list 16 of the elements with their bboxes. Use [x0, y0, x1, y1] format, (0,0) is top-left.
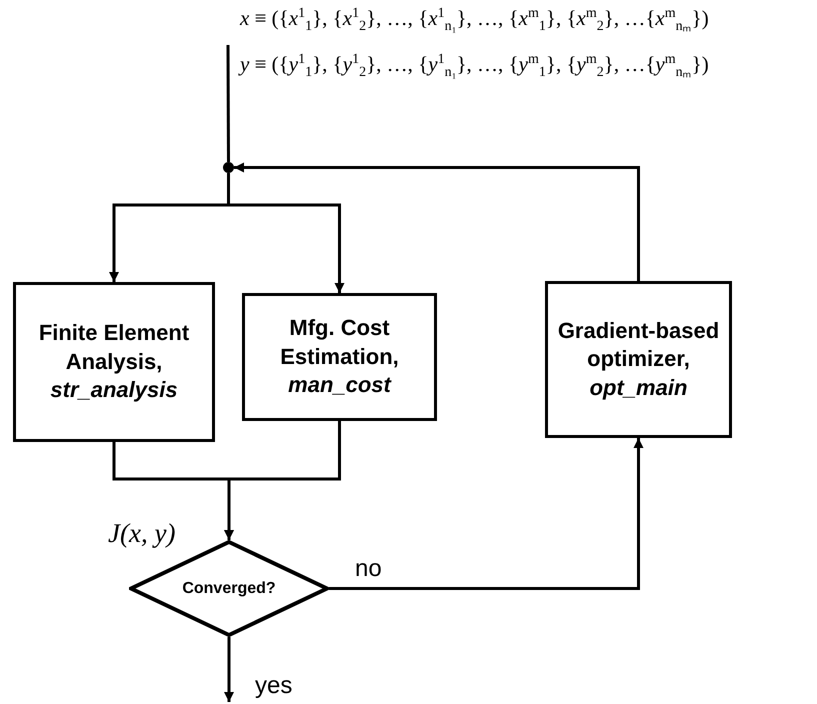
- process-box: [545, 281, 732, 438]
- junction-dot: [223, 162, 234, 173]
- process-box: [242, 293, 437, 421]
- arrow: [329, 438, 644, 590]
- arrow: [227, 173, 344, 293]
- process-box: [13, 282, 215, 442]
- arrow: [224, 637, 234, 702]
- arrow: [234, 162, 640, 281]
- formula: x ≡ ({x$^{1}$$_{1}$}, {x$^{1}$$_{2}$}, …, {x$^{1}$$_{n₁}$}, …, {x$^{m}$$_{1}$}, {x$^{m}$$_{2}$}, …{x$^{m}$$_{nₘ}$}): [240, 6, 709, 36]
- formula: y ≡ ({y$^{1}$$_{1}$}, {y$^{1}$$_{2}$}, …, {y$^{1}$$_{n₁}$}, …, {y$^{m}$$_{1}$}, {y$^{m}$$_{2}$}, …{y$^{m}$$_{nₘ}$}): [240, 52, 709, 82]
- process-label: Mfg. Cost Estimation, man_cost: [279, 314, 400, 400]
- decision-text: Converged?: [182, 580, 276, 598]
- arrow: [224, 421, 341, 540]
- connector-line: [226, 45, 230, 162]
- process-label: Finite Element Analysis, str_analysis: [38, 319, 190, 404]
- process-label: Gradient-based optimizer, opt_main: [556, 316, 720, 402]
